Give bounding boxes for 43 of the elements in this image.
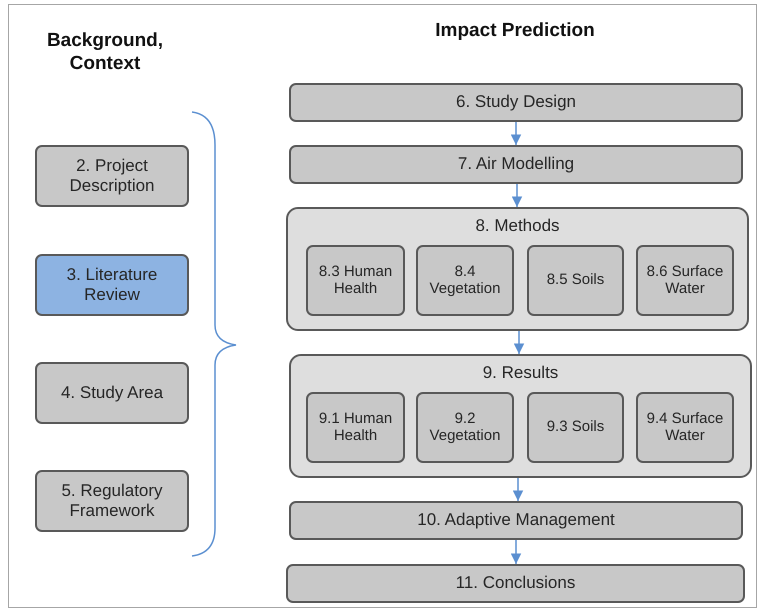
- box-text: 3. Literature Review: [66, 264, 158, 306]
- box-text: 8.6 Surface Water: [646, 264, 724, 297]
- box-text: 9.4 Surface Water: [646, 411, 724, 444]
- process-box: [306, 392, 405, 463]
- box-text: 4. Study Area: [60, 382, 164, 404]
- box-text: 8.3 Human Health: [318, 264, 394, 297]
- process-box: [289, 501, 743, 540]
- arrow: [512, 478, 524, 501]
- process-box: [35, 145, 189, 207]
- arrow: [510, 540, 522, 564]
- box-text: 10. Adaptive Management: [417, 510, 615, 531]
- process-box: [35, 470, 189, 532]
- process-box: [35, 362, 189, 424]
- process-box: [636, 392, 734, 463]
- group-panel: [286, 207, 749, 331]
- box-text: 6. Study Design: [456, 92, 576, 113]
- process-box: [289, 145, 743, 184]
- box-text: 7. Air Modelling: [458, 154, 574, 175]
- process-box: [527, 245, 624, 316]
- process-box: [306, 245, 405, 316]
- process-box: [289, 83, 743, 122]
- arrow: [512, 184, 522, 207]
- box-text: 8.4 Vegetation: [428, 264, 502, 297]
- box-text: 5. Regulatory Framework: [60, 480, 164, 522]
- arrow: [514, 331, 524, 354]
- box-text: 11. Conclusions: [456, 573, 576, 594]
- group-panel: [289, 354, 752, 478]
- process-box: [286, 564, 745, 603]
- process-box: [416, 245, 514, 316]
- arrow: [510, 122, 522, 145]
- group-title: 8. Methods: [475, 216, 560, 236]
- column-heading: Background, Context: [46, 30, 164, 76]
- process-box: [527, 392, 624, 463]
- process-box: [35, 254, 189, 316]
- box-text: 8.5 Soils: [546, 272, 604, 289]
- column-heading: Impact Prediction: [434, 20, 596, 43]
- box-text: 9.1 Human Health: [318, 411, 394, 444]
- box-text: 9.3 Soils: [546, 419, 604, 436]
- process-box: [416, 392, 514, 463]
- box-text: 9.2 Vegetation: [428, 411, 502, 444]
- group-title: 9. Results: [482, 363, 558, 384]
- box-text: 2. Project Description: [68, 156, 156, 196]
- process-box: [636, 245, 734, 316]
